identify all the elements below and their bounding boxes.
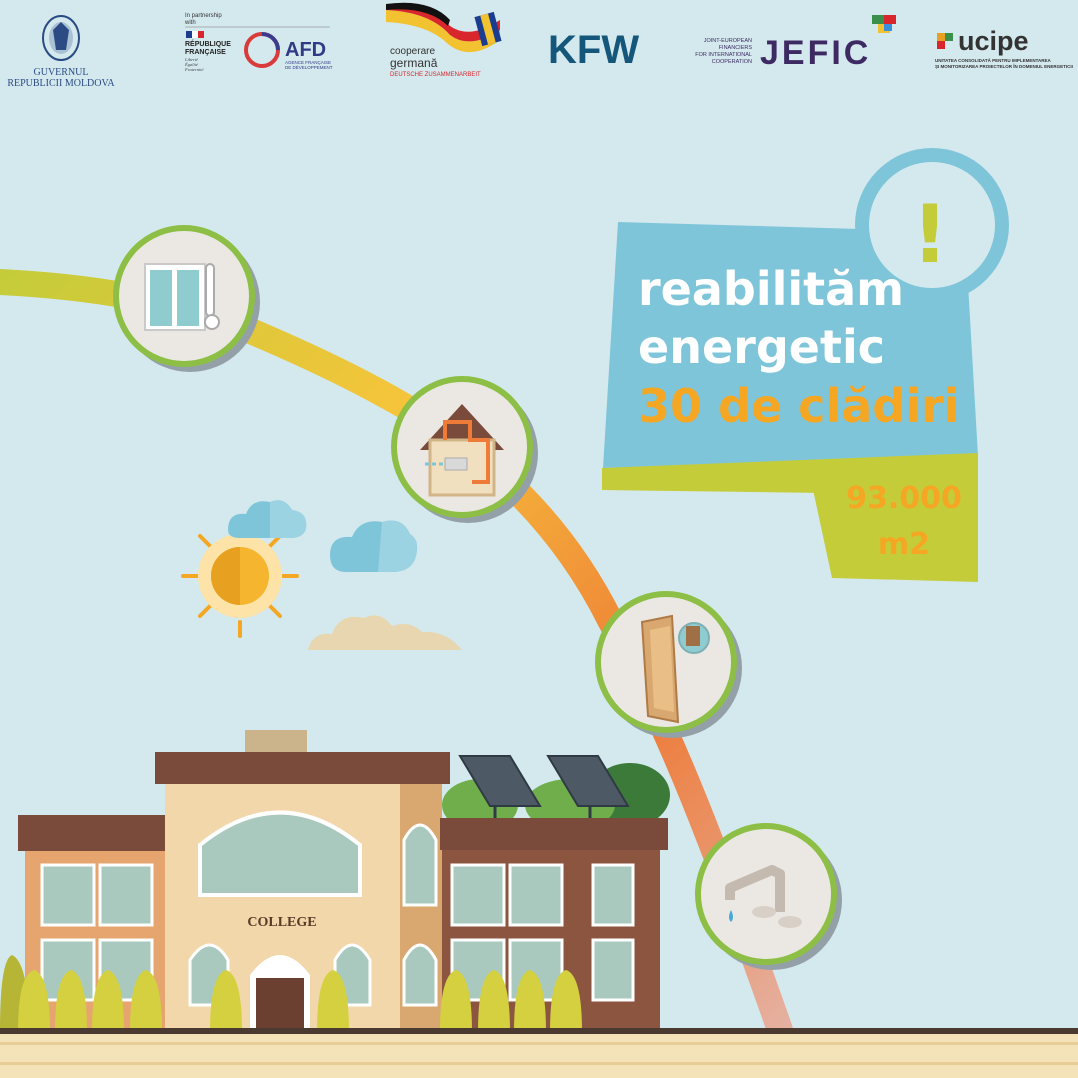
logo-jefic: JOINT-EUROPEAN FINANCIERS FOR INTERNATIO…	[695, 15, 896, 72]
ucipe-sub2: ȘI MONITORIZAREA PROIECTELOR ÎN DOMENIUL…	[935, 62, 1073, 70]
afd-republique: RÉPUBLIQUE	[185, 39, 231, 48]
ucipe-name: ucipe	[958, 26, 1029, 56]
logo-german-cooperation: cooperare germană DEUTSCHE ZUSAMMENARBEI…	[386, 2, 502, 78]
college-sign: COLLEGE	[247, 915, 316, 930]
afd-francaise: FRANÇAISE	[185, 49, 226, 56]
jefic-sub4: COOPERATION	[712, 59, 752, 65]
afd-motto2: Égalité	[184, 62, 199, 67]
headline-line1: reabilităm	[638, 262, 904, 316]
german-line1: cooperare	[390, 46, 435, 57]
stat-value: 93.000	[846, 481, 962, 516]
cloud-icon	[228, 500, 307, 538]
exclamation-badge	[855, 148, 1009, 302]
german-moldovan-ribbon-icon	[386, 2, 502, 53]
logo-afd: In partnership with RÉPUBLIQUE FRANÇAISE…	[184, 13, 333, 72]
moldova-coat-of-arms-icon	[42, 15, 80, 61]
afd-sub1: AGENCE FRANÇAISE	[285, 60, 331, 65]
ucipe-mark-icon	[937, 33, 953, 49]
insulated-door-icon	[595, 591, 742, 738]
cloud-icon	[330, 520, 418, 572]
moldova-line2: REPUBLICII MOLDOVA	[7, 78, 115, 89]
afd-name: AFD	[285, 39, 326, 61]
solar-panel-icon	[458, 755, 542, 820]
jefic-squares-icon	[872, 15, 896, 33]
headline-line2: energetic	[638, 320, 885, 374]
logo-ucipe: ucipe UNITATEA CONSOLIDATĂ PENTRU IMPLEM…	[935, 26, 1073, 70]
headline-line3: 30 de clădiri	[638, 379, 959, 433]
house-heating-icon	[391, 376, 538, 523]
moldova-line1: GUVERNUL	[34, 67, 89, 78]
afd-partnership: In partnership	[185, 13, 222, 19]
afd-sub2: DE DÉVELOPPEMENT	[285, 64, 333, 70]
shrub-row	[0, 955, 582, 1032]
jefic-sub2: FINANCIERS	[719, 45, 753, 51]
jefic-name: JEFIC	[760, 34, 871, 72]
sun-icon	[181, 516, 299, 638]
college-building: COLLEGE	[18, 730, 670, 1031]
ground	[0, 1028, 1078, 1078]
solar-panel-icon	[546, 755, 630, 820]
window-thermometer-icon	[113, 225, 260, 372]
afd-motto3: Fraternité	[184, 67, 204, 72]
stat-unit: m2	[878, 527, 930, 562]
kfw-logo: KFW	[548, 28, 639, 72]
afd-with: with	[184, 20, 196, 26]
afd-motto1: Liberté	[184, 57, 199, 62]
ucipe-sub1: UNITATEA CONSOLIDATĂ PENTRU IMPLEMENTARE…	[935, 57, 1051, 63]
exclamation-mark: !	[912, 188, 948, 281]
water-tap-icon	[695, 823, 842, 970]
jefic-sub3: FOR INTERNATIONAL	[695, 52, 752, 58]
german-line2: germană	[390, 56, 438, 70]
headline-panel: ! reabilităm energetic 30 de clădiri 93.…	[602, 148, 1009, 582]
french-flag-icon	[186, 31, 204, 38]
jefic-sub1: JOINT-EUROPEAN	[704, 38, 752, 44]
logo-moldova-government: GUVERNUL REPUBLICII MOLDOVA	[7, 15, 115, 89]
cloud-icon	[308, 615, 462, 650]
german-line3: DEUTSCHE ZUSAMMENARBEIT	[390, 72, 481, 78]
